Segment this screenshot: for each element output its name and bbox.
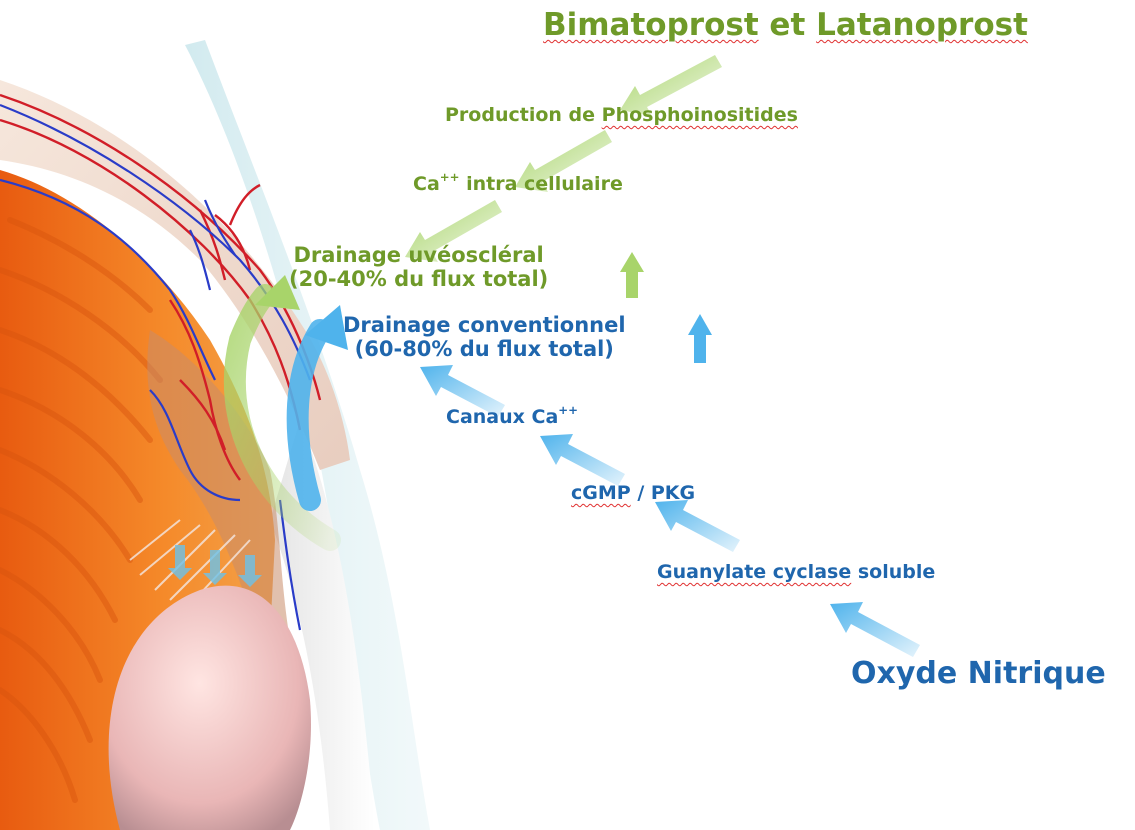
soluble-term: soluble xyxy=(851,561,935,583)
phosphoinositides-step: Production de Phosphoinositides xyxy=(445,105,798,127)
nitric-oxide-source: Oxyde Nitrique xyxy=(851,657,1106,692)
phosphoinositides-step-text: Production de xyxy=(445,104,602,126)
calcium-intracellular-step: Ca++ intra cellulaire xyxy=(413,174,623,196)
calcium-channels-step: Canaux Ca++ xyxy=(446,407,578,429)
green-pathway-arrows xyxy=(405,55,722,262)
up-arrow-icon xyxy=(688,314,712,363)
guanylate-cyclase-step: Guanylate cyclase soluble xyxy=(657,562,935,584)
conventional-drainage-percentage: (60-80% du flux total) xyxy=(343,337,626,361)
conventional-drainage-result: Drainage conventionnel (60-80% du flux t… xyxy=(343,313,626,361)
calcium-channels-text: Canaux Ca xyxy=(446,406,558,428)
up-arrow-icon xyxy=(620,252,644,298)
drug-title: Bimatoprost et Latanoprost xyxy=(543,8,1028,44)
phosphoinositides-term: Phosphoinositides xyxy=(602,104,798,126)
cgmp-term: cGMP xyxy=(571,482,631,504)
calcium-intracellular-text: intra cellulaire xyxy=(459,173,622,195)
conventional-drainage-title: Drainage conventionnel xyxy=(343,313,626,337)
drug-name-bimatoprost: Bimatoprost xyxy=(543,7,759,43)
pkg-term: / PKG xyxy=(631,482,695,504)
uveoscleral-drainage-title: Drainage uvéoscléral xyxy=(289,243,548,267)
guanylate-cyclase-term: Guanylate cyclase xyxy=(657,561,851,583)
calcium-channels-charge: ++ xyxy=(558,403,578,417)
cgmp-pkg-step: cGMP / PKG xyxy=(571,483,695,505)
calcium-symbol: Ca xyxy=(413,173,440,195)
calcium-charge: ++ xyxy=(440,170,460,184)
drug-name-latanoprost: Latanoprost xyxy=(816,7,1028,43)
uveoscleral-drainage-percentage: (20-40% du flux total) xyxy=(289,267,548,291)
uveoscleral-drainage-result: Drainage uvéoscléral (20-40% du flux tot… xyxy=(289,243,548,291)
drug-connector: et xyxy=(759,7,816,43)
